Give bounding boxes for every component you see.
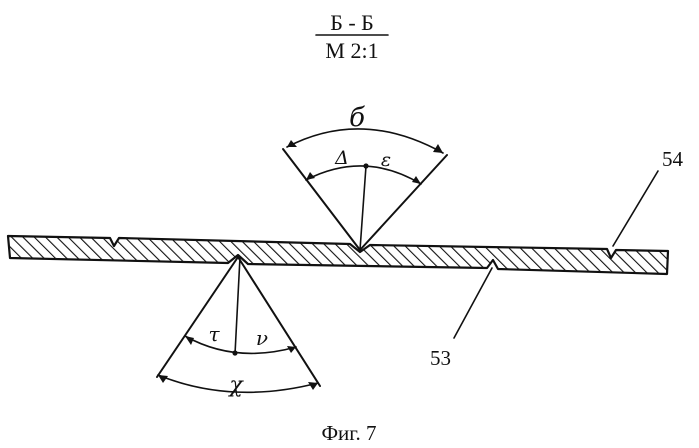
angle-label-lower-outer: χ xyxy=(227,373,244,398)
scale-label: М 2:1 xyxy=(325,38,378,63)
upper-angle-construction xyxy=(283,129,447,250)
part-label-54: 54 xyxy=(662,147,684,171)
angle-label-upper-outer: б xyxy=(349,103,365,133)
angle-label-lower-right: ν xyxy=(256,326,268,350)
leader-line-54 xyxy=(613,171,658,246)
figure-caption: Фиг. 7 xyxy=(321,421,376,445)
angle-label-lower-left: τ xyxy=(208,322,220,346)
part-label-53: 53 xyxy=(430,346,451,370)
section-title: Б - Б xyxy=(330,10,374,35)
lower-angle-construction xyxy=(157,257,320,392)
angle-label-upper-left: Δ xyxy=(334,147,349,169)
leader-line-53 xyxy=(454,268,492,338)
angle-label-upper-right: ε xyxy=(381,149,391,171)
plate-section xyxy=(8,236,668,274)
